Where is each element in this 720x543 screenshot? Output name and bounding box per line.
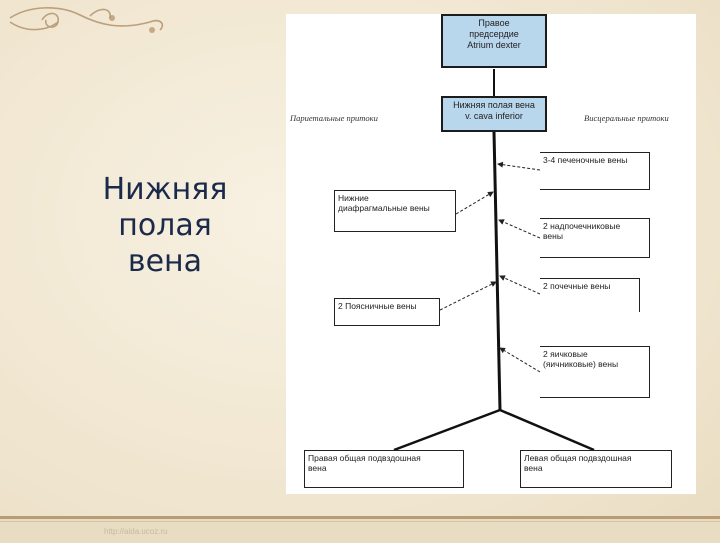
node-left-common-iliac-vein: Левая общая подвздошная вена (520, 450, 672, 488)
arrow-right-gonadal (500, 348, 540, 372)
node-line: 3-4 печеночные вены (543, 155, 646, 165)
node-inferior-vena-cava: Нижняя полая вена v. cava inferior (441, 96, 547, 132)
main-trunk-line (494, 132, 500, 410)
node-inferior-phrenic-veins: Нижние диафрагмальные вены (334, 190, 456, 232)
visceral-tributaries-label: Висцеральные притоки (584, 113, 669, 123)
node-gonadal-veins: 2 яичковые (яичниковые) вены (540, 346, 650, 398)
node-line: Нижняя полая вена (446, 100, 542, 111)
node-adrenal-veins: 2 надпочечниковые вены (540, 218, 650, 258)
node-lumbar-veins: 2 Поясничные вены (334, 298, 440, 326)
arrow-left-lumbar (440, 282, 496, 310)
footer-url: http://aida.ucoz.ru (104, 527, 168, 536)
node-line: (яичниковые) вены (543, 359, 646, 369)
node-line: 2 Поясничные вены (338, 301, 436, 311)
arrow-left-diaphragmatic (456, 192, 493, 214)
arrow-right-hepatic (498, 164, 540, 170)
parietal-tributaries-label: Париетальные притоки (290, 113, 378, 123)
node-line: вены (543, 231, 646, 241)
node-line: вена (524, 463, 668, 473)
bifurcation-left-line (394, 410, 500, 450)
node-line: Правое (446, 18, 542, 29)
node-renal-veins: 2 почечные вены (540, 278, 640, 312)
title-line: полая (70, 208, 260, 244)
node-hepatic-veins: 3-4 печеночные вены (540, 152, 650, 190)
diagram-panel: Правое предсердие Atrium dexter Нижняя п… (286, 14, 696, 494)
node-line: Нижние (338, 193, 452, 203)
node-line: v. cava inferior (446, 111, 542, 122)
node-right-common-iliac-vein: Правая общая подвздошная вена (304, 450, 464, 488)
arrow-right-renal (500, 276, 540, 294)
node-line: 2 почечные вены (543, 281, 636, 291)
node-line: Левая общая подвздошная (524, 453, 668, 463)
slide-title: Нижняя полая вена (70, 172, 260, 280)
node-line: вена (308, 463, 460, 473)
flourish-ornament-icon (0, 0, 180, 60)
title-line: Нижняя (70, 172, 260, 208)
bifurcation-right-line (500, 410, 594, 450)
node-line: 2 надпочечниковые (543, 221, 646, 231)
node-right-atrium: Правое предсердие Atrium dexter (441, 14, 547, 68)
node-line: диафрагмальные вены (338, 203, 452, 213)
node-line: предсердие (446, 29, 542, 40)
node-line: Правая общая подвздошная (308, 453, 460, 463)
node-line: 2 яичковые (543, 349, 646, 359)
node-line: Atrium dexter (446, 40, 542, 51)
arrow-right-adrenal (499, 220, 540, 238)
title-line: вена (70, 244, 260, 280)
